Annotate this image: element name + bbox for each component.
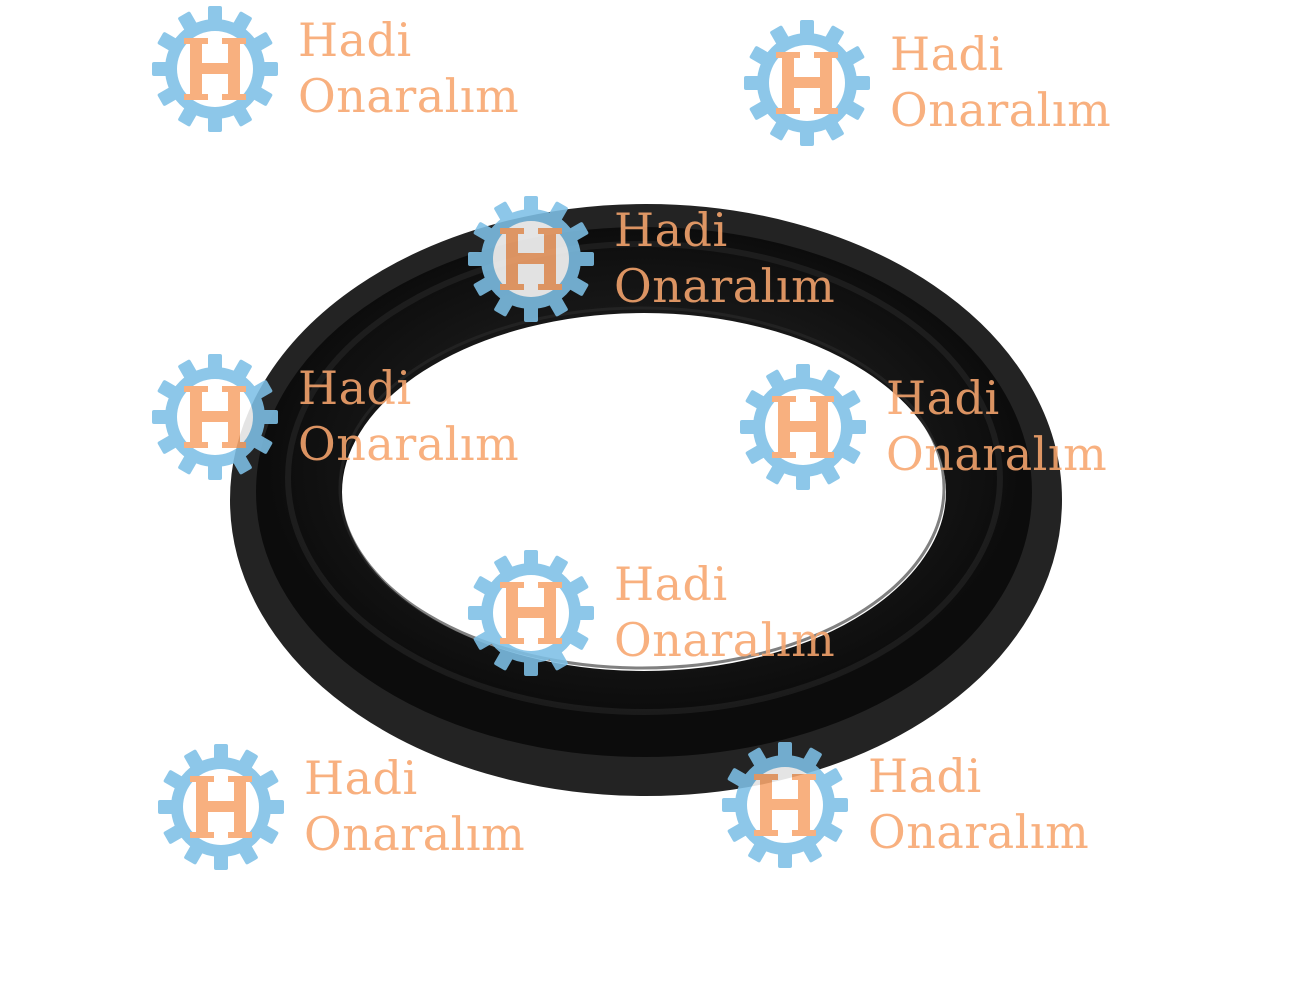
- watermark-text: Hadi Onaralım: [614, 556, 835, 668]
- watermark-line1: Hadi: [886, 371, 1000, 425]
- gear-icon: [722, 742, 848, 868]
- watermark-line2: Onaralım: [614, 259, 836, 313]
- o-ring-inner-edge: [338, 306, 946, 670]
- watermark-text: Hadi Onaralım: [868, 748, 1089, 860]
- gear-icon: [468, 196, 594, 322]
- watermark-logo: Hadi Onaralım: [466, 548, 886, 688]
- watermark-line1: Hadi: [614, 557, 728, 611]
- watermark-text: Hadi Onaralım: [304, 750, 525, 862]
- watermark-line2: Onaralım: [868, 805, 1090, 859]
- watermark-logo: Hadi Onaralım: [466, 194, 886, 334]
- watermark-text: Hadi Onaralım: [298, 12, 519, 124]
- gear-icon: [158, 744, 284, 870]
- watermark-line2: Onaralım: [304, 807, 526, 861]
- watermark-text: Hadi Onaralım: [890, 26, 1111, 138]
- gear-icon: [152, 6, 278, 132]
- watermark-line2: Onaralım: [886, 427, 1108, 481]
- watermark-line1: Hadi: [868, 749, 982, 803]
- watermark-line1: Hadi: [890, 27, 1004, 81]
- watermark-text: Hadi Onaralım: [614, 202, 835, 314]
- o-ring-highlight: [285, 241, 1003, 715]
- watermark-line1: Hadi: [298, 361, 412, 415]
- watermark-logo: Hadi Onaralım: [150, 4, 570, 144]
- watermark-logo: Hadi Onaralım: [738, 362, 1158, 502]
- watermark-logo: Hadi Onaralım: [742, 18, 1162, 158]
- gear-icon: [740, 364, 866, 490]
- watermark-logo: Hadi Onaralım: [156, 742, 576, 882]
- o-ring: [256, 227, 1032, 757]
- watermark-line1: Hadi: [298, 13, 412, 67]
- watermark-line2: Onaralım: [298, 417, 520, 471]
- watermark-logo: Hadi Onaralım: [150, 352, 570, 492]
- watermark-line1: Hadi: [304, 751, 418, 805]
- watermark-logo: Hadi Onaralım: [720, 740, 1140, 880]
- gear-icon: [744, 20, 870, 146]
- watermark-line2: Onaralım: [298, 69, 520, 123]
- watermark-text: Hadi Onaralım: [886, 370, 1107, 482]
- watermark-line1: Hadi: [614, 203, 728, 257]
- watermark-text: Hadi Onaralım: [298, 360, 519, 472]
- watermark-line2: Onaralım: [890, 83, 1112, 137]
- gear-icon: [152, 354, 278, 480]
- watermark-line2: Onaralım: [614, 613, 836, 667]
- gear-icon: [468, 550, 594, 676]
